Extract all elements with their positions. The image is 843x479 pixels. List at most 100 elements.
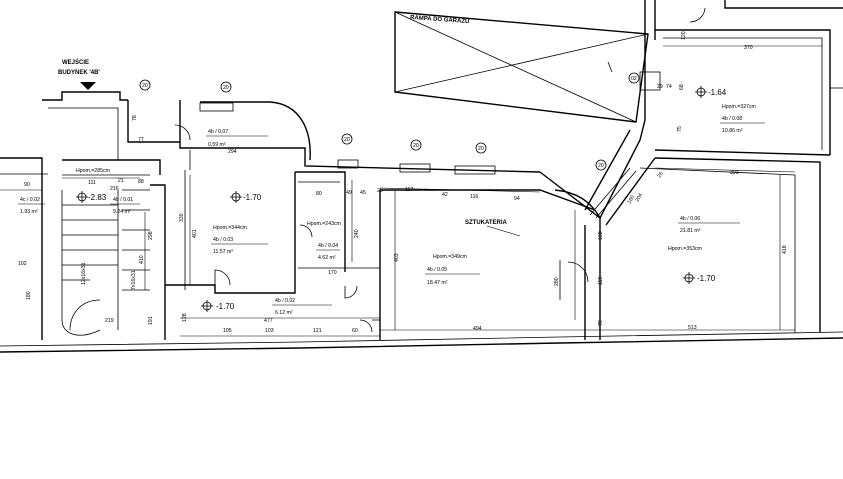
dim-value: 418	[782, 245, 788, 254]
dim-value: 25	[377, 188, 383, 194]
dim-value: 105	[223, 328, 232, 334]
room-label-leaders	[18, 122, 765, 306]
dim-value: 393	[730, 170, 739, 176]
room-area: 18.47 m²	[427, 280, 448, 286]
dim-value: 477	[264, 318, 273, 324]
room-code: 4b / 0.07	[208, 129, 228, 135]
room-code: 4b / 0.03	[213, 237, 233, 243]
dim-value: 121	[313, 328, 322, 334]
entrance-arrow-icon	[80, 82, 96, 90]
room-area: 21.81 m²	[680, 228, 701, 234]
stair-spec: 7x16x31	[131, 270, 137, 290]
dim-value: 116	[470, 194, 478, 200]
dim-value: 77	[138, 137, 144, 143]
marker-label: 20	[413, 143, 419, 149]
dim-value: 120	[681, 31, 687, 40]
stair-spec: 12x16x31	[81, 262, 87, 285]
room-height: Hpom.=353cm	[668, 246, 702, 252]
dim-value: 103	[265, 328, 274, 334]
dim-value: 49	[346, 190, 352, 196]
room-code: 4b / 0.04	[318, 243, 338, 249]
dim-value: 330	[179, 213, 185, 222]
level-value: -1.70	[697, 274, 716, 283]
dim-value: 68	[679, 84, 685, 90]
dim-value: 42	[442, 192, 448, 198]
level-values: -2.83 -1.70 -1.70 -1.64 -1.70	[88, 88, 727, 311]
room-area: 11.57 m²	[213, 249, 233, 255]
dim-value: 298	[148, 231, 154, 240]
dim-value: 280	[554, 277, 560, 286]
level-value: -1.70	[216, 302, 235, 311]
dimension-lines	[0, 45, 822, 337]
dim-value: 88	[138, 179, 144, 185]
dimension-values: 90 111 21 88 216 77 78 294 80 49 45 25 1…	[18, 31, 788, 334]
dim-value: 102	[18, 261, 27, 267]
room-height: Hpom.=285cm	[76, 168, 110, 174]
stucco-label: SZTUKATERIA	[465, 220, 508, 226]
dim-value: 119	[598, 277, 604, 285]
dim-value: 240	[354, 229, 360, 238]
dim-value: 26	[657, 171, 665, 179]
labels: WEJŚCIE BUDYNEK '4B' RAMPA DO GARAŻU SZT…	[58, 14, 508, 226]
dim-value: 60	[352, 328, 358, 334]
room-height: Hpom.=344cm	[213, 225, 247, 231]
entrance-label-line1: WEJŚCIE	[62, 59, 89, 66]
stair-labels: 12x16x31 7x16x31	[81, 262, 137, 290]
marker-label: 02	[631, 76, 637, 82]
room-labels: 4c / 0.02 1.93 m² Hpom.=285cm 4b / 0.01 …	[20, 104, 756, 316]
dim-value: 494	[473, 326, 482, 332]
window-marker-labels: 20 20 20 20 20 20 02	[142, 76, 637, 169]
dim-value: 294	[228, 149, 237, 155]
dim-value: 128	[182, 313, 188, 322]
room-area: 4.62 m²	[318, 255, 336, 261]
room-code: 4b / 0.01	[113, 197, 133, 203]
room-code: 4c / 0.02	[20, 197, 40, 203]
marker-label: 20	[223, 85, 229, 91]
dim-value: 204	[635, 192, 645, 203]
windows	[199, 71, 661, 219]
dim-value: 74	[666, 84, 672, 90]
room-code: 4b / 0.06	[680, 216, 700, 222]
level-value: -1.64	[708, 88, 727, 97]
room-height: Hpom.=243cm	[307, 221, 341, 227]
level-value: -2.83	[88, 193, 107, 202]
dim-value: 108	[598, 231, 604, 240]
dim-value: 410	[139, 255, 145, 264]
north-indicator-line	[607, 61, 613, 73]
dim-value: 75	[677, 126, 683, 132]
dim-value: 111	[88, 180, 96, 186]
doors	[174, 7, 706, 333]
dim-value: 94	[514, 196, 520, 202]
room-area: 1.93 m²	[20, 209, 38, 215]
room-code: 4b / 0.05	[427, 267, 447, 273]
level-markers	[76, 86, 707, 312]
walls	[0, 0, 843, 353]
room-height: Hpom.=327cm	[722, 104, 756, 110]
window-markers	[139, 72, 640, 171]
dim-value: 160	[627, 194, 637, 205]
room-area: 9.24 m²	[113, 209, 131, 215]
dim-value: 170	[328, 270, 337, 276]
dim-value: 370	[744, 45, 753, 51]
entrance-label-line2: BUDYNEK '4B'	[58, 70, 100, 76]
stair-lines	[61, 189, 150, 336]
dim-value: 403	[394, 253, 400, 262]
dim-value: 29	[657, 84, 663, 90]
marker-label: 20	[142, 83, 148, 89]
room-height: Hpom.=349cm	[433, 254, 467, 260]
room-area: 6.12 m²	[275, 310, 293, 316]
dim-value: 513	[688, 325, 697, 331]
ramp-label: RAMPA DO GARAŻU	[410, 14, 470, 25]
dim-value: 79	[598, 320, 604, 326]
dim-value: 117	[405, 187, 413, 193]
room-area: 0.59 m²	[208, 142, 226, 148]
dim-value: 401	[192, 229, 198, 238]
dim-value: 191	[148, 316, 154, 325]
marker-label: 20	[344, 137, 350, 143]
marker-label: 20	[598, 163, 604, 169]
room-code: 4b / 0.02	[275, 298, 295, 304]
dim-value: 21	[118, 178, 124, 184]
dim-value: 78	[132, 115, 138, 121]
dim-value: 80	[316, 191, 322, 197]
